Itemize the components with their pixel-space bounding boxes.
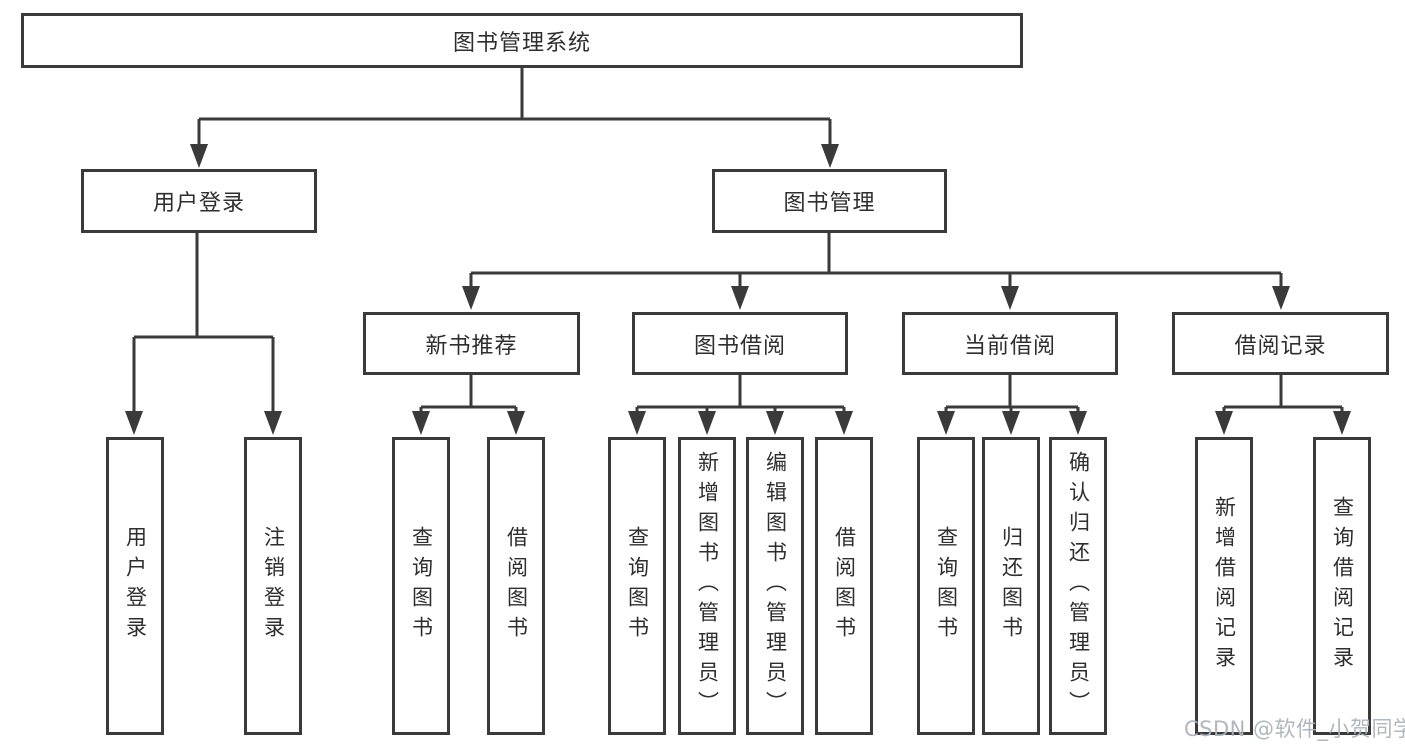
node-label: 借阅记录 (1234, 333, 1327, 359)
node-book-management: 图书管理 (712, 169, 947, 233)
node-label: 借阅图书 (504, 526, 529, 646)
node-label: 图书借阅 (693, 333, 786, 359)
node-label: 用户登录 (123, 526, 148, 646)
node-borrow-records: 借阅记录 (1172, 312, 1389, 375)
node-new-book-recommend: 新书推荐 (363, 312, 580, 375)
leaf-query-books-current: 查询图书 (917, 437, 975, 735)
node-library-management-system: 图书管理系统 (21, 13, 1023, 68)
node-label: 图书管理系统 (452, 30, 591, 56)
leaf-add-books-admin: 新增图书（管理员） (678, 437, 736, 735)
node-label: 当前借阅 (963, 333, 1056, 359)
csdn-watermark: CSDN @软件_小贺同学 (1184, 717, 1405, 741)
node-label: 归还图书 (999, 526, 1024, 646)
leaf-user-login: 用户登录 (106, 437, 164, 735)
node-label: 新增借阅记录 (1212, 496, 1237, 676)
node-label: 新书推荐 (425, 333, 518, 359)
leaf-borrow-books-recommend: 借阅图书 (487, 437, 545, 735)
node-label: 查询图书 (625, 526, 650, 646)
node-label: 图书管理 (783, 191, 876, 216)
leaf-edit-books-admin: 编辑图书（管理员） (746, 437, 804, 735)
node-current-borrow: 当前借阅 (902, 312, 1118, 375)
leaf-return-books: 归还图书 (982, 437, 1040, 735)
leaf-query-books-recommend: 查询图书 (392, 437, 450, 735)
leaf-query-books-borrow: 查询图书 (608, 437, 666, 735)
node-label: 借阅图书 (832, 526, 857, 646)
leaf-logout: 注销登录 (244, 437, 302, 735)
node-label: 确认归还（管理员） (1066, 451, 1091, 721)
node-label: 新增图书（管理员） (695, 451, 720, 721)
node-label: 查询图书 (934, 526, 959, 646)
node-book-borrow: 图书借阅 (632, 312, 848, 375)
node-label: 用户登录 (152, 191, 245, 216)
node-label: 注销登录 (261, 526, 286, 646)
node-user-login: 用户登录 (81, 169, 317, 233)
node-label: 查询图书 (409, 526, 434, 646)
leaf-query-borrow-record: 查询借阅记录 (1313, 437, 1371, 735)
leaf-add-borrow-record: 新增借阅记录 (1195, 437, 1253, 735)
node-label: 编辑图书（管理员） (763, 451, 788, 721)
node-label: 查询借阅记录 (1330, 496, 1355, 676)
leaf-confirm-return-admin: 确认归还（管理员） (1049, 437, 1107, 735)
leaf-borrow-books: 借阅图书 (815, 437, 873, 735)
